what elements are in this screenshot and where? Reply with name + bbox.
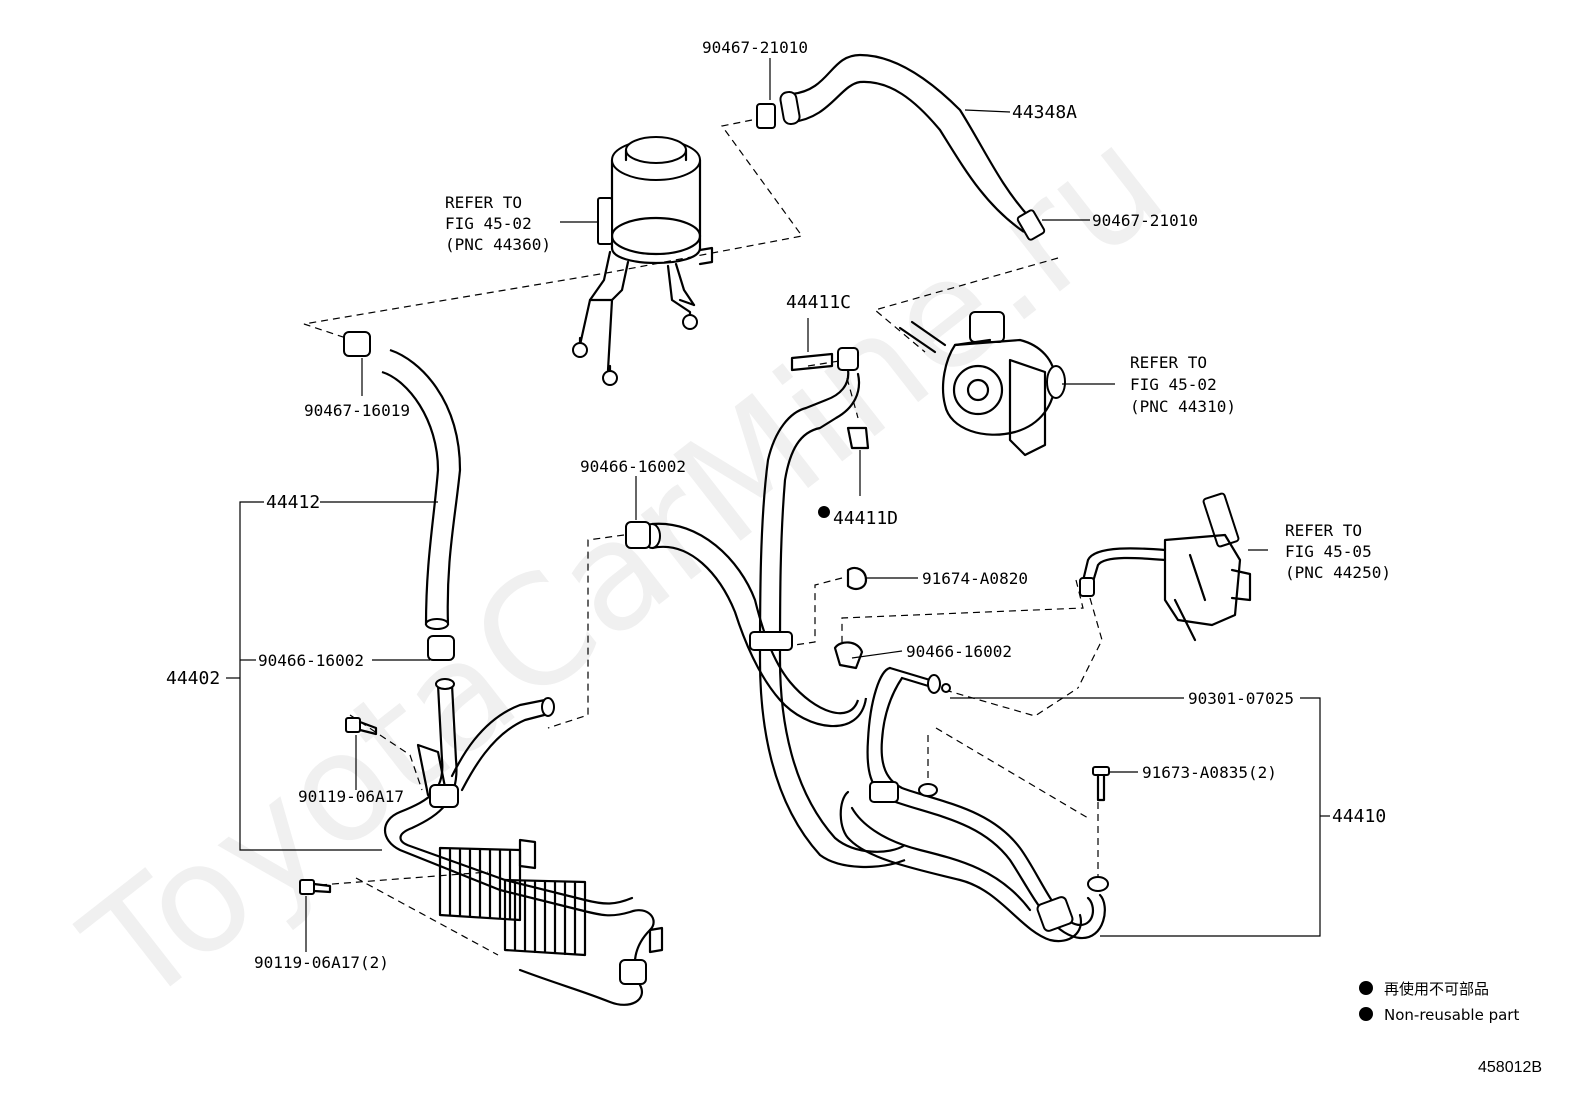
label-assy-44410[interactable]: 44410 — [1332, 806, 1386, 827]
label-hose-44348a[interactable]: 44348A — [1012, 102, 1077, 123]
legend-dot-2 — [1359, 1007, 1373, 1021]
label-hose-44412[interactable]: 44412 — [266, 492, 320, 513]
label-bolt-44411c[interactable]: 44411C — [786, 292, 851, 313]
bolt-90119-a-head — [345, 717, 361, 733]
label-reservoir-ref-2[interactable]: FIG 45-02 — [445, 214, 532, 233]
pump-assembly — [898, 311, 1066, 457]
oil-cooler-assembly — [383, 678, 664, 1006]
label-pump-ref-3[interactable]: (PNC 44310) — [1130, 397, 1236, 416]
label-reservoir-ref-3[interactable]: (PNC 44360) — [445, 235, 551, 254]
non-reusable-dot-44411d — [818, 506, 830, 518]
steering-gear-assembly — [1079, 492, 1252, 642]
label-clip-90466-mid[interactable]: 90466-16002 — [580, 457, 686, 476]
bolt-90119-b-head — [299, 879, 315, 895]
label-clip-90466-left[interactable]: 90466-16002 — [258, 651, 364, 670]
label-bolt-91673[interactable]: 91673-A0835(2) — [1142, 763, 1277, 782]
reservoir-assembly — [572, 136, 714, 386]
legend-text-jp: 再使用不可部品 — [1384, 980, 1489, 998]
label-pump-ref-2[interactable]: FIG 45-02 — [1130, 375, 1217, 394]
label-oring-90301[interactable]: 90301-07025 — [1188, 689, 1294, 708]
bolt-91673-head — [1092, 766, 1110, 776]
label-gear-ref-3[interactable]: (PNC 44250) — [1285, 563, 1391, 582]
fasteners — [299, 506, 1110, 895]
watermark: ToyotaCarMine.ru — [54, 94, 1195, 1038]
label-bolt-90119-b[interactable]: 90119-06A17(2) — [254, 953, 389, 972]
label-bolt-91674[interactable]: 91674-A0820 — [922, 569, 1028, 588]
label-bolt-90119-a[interactable]: 90119-06A17 — [298, 787, 404, 806]
cooler-fins-upper — [438, 846, 522, 922]
label-clip-top-right[interactable]: 90467-21010 — [1092, 211, 1198, 230]
legend: 再使用不可部品 Non-reusable part — [1359, 980, 1519, 1024]
label-reservoir-ref-1: REFER TO — [445, 193, 522, 212]
label-pump-ref-1: REFER TO — [1130, 353, 1207, 372]
label-gear-ref-2[interactable]: FIG 45-05 — [1285, 542, 1372, 561]
label-gear-ref-1: REFER TO — [1285, 521, 1362, 540]
cooler-fins-lower — [503, 878, 587, 957]
label-gasket-44411d[interactable]: 44411D — [833, 508, 898, 529]
label-clip-top[interactable]: 90467-21010 — [702, 38, 808, 57]
part-labels: 90467-21010 44348A 90467-21010 REFER TO … — [166, 38, 1391, 972]
legend-dot-1 — [1359, 981, 1373, 995]
leader-lines — [226, 58, 1330, 952]
pipe-assembly-44410 — [839, 666, 1109, 943]
label-clip-90467-16019[interactable]: 90467-16019 — [304, 401, 410, 420]
label-clip-90466-right[interactable]: 90466-16002 — [906, 642, 1012, 661]
bolt-91674-head — [846, 566, 868, 590]
diagram-code: 458012B — [1478, 1059, 1542, 1076]
hose-44412 — [343, 331, 462, 661]
label-assy-44402[interactable]: 44402 — [166, 668, 220, 689]
pressure-hose-44410 — [749, 347, 906, 868]
hose-44348a — [756, 53, 1046, 241]
legend-text-en: Non-reusable part — [1384, 1006, 1519, 1024]
